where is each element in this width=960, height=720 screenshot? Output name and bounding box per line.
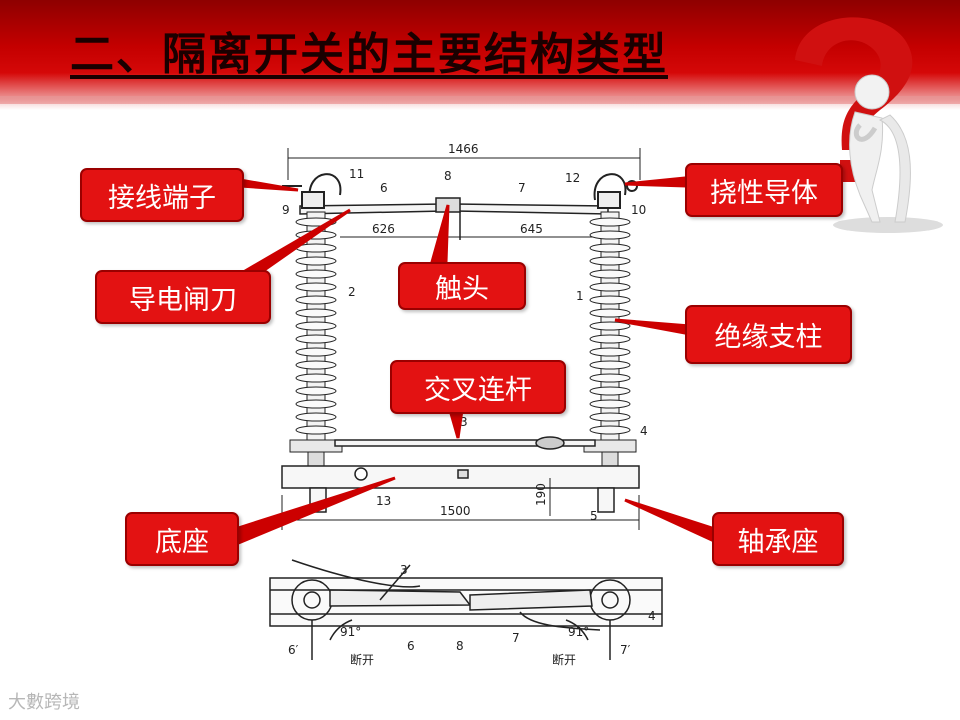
insulator-shed [589, 360, 631, 370]
insulator-shed [295, 373, 337, 383]
insulator-column-left [289, 211, 343, 467]
insulator-shed [589, 256, 631, 266]
insulator-post [601, 451, 619, 467]
part-number-6: 6 [380, 181, 388, 195]
insulator-shed [589, 399, 631, 409]
insulator-shed [295, 399, 337, 409]
insulator-shed [589, 321, 631, 331]
callout-contact: 触头 [398, 262, 526, 310]
dimension-total-width: 1466 [448, 142, 479, 156]
callout-blade: 导电闸刀 [95, 270, 271, 324]
callout-insulator: 绝缘支柱 [685, 305, 852, 364]
part-number-12: 12 [565, 171, 580, 185]
plan-part-8: 8 [456, 639, 464, 653]
dimension-right-span: 645 [520, 222, 543, 236]
insulator-shed [589, 412, 631, 422]
flex-conductor-loop-right [593, 173, 638, 209]
plan-part-7: 7 [512, 631, 520, 645]
insulator-shed [295, 347, 337, 357]
insulator-post [307, 451, 325, 467]
plan-view [269, 559, 663, 660]
plan-part-7-prime: 7′ [620, 643, 631, 657]
insulator-shed [589, 230, 631, 240]
insulator-shed [295, 256, 337, 266]
plan-open-right: 断开 [552, 652, 576, 667]
part-number-11: 11 [349, 167, 364, 181]
part-number-2: 2 [348, 285, 356, 299]
plan-open-left: 断开 [350, 652, 374, 667]
header-fade [0, 96, 960, 110]
terminal-loop-left [282, 173, 342, 209]
insulator-shed [589, 243, 631, 253]
insulator-shed [589, 217, 631, 227]
part-number-8: 8 [444, 169, 452, 183]
part-number-9: 9 [282, 203, 290, 217]
callout-crossbar: 交叉连杆 [390, 360, 566, 414]
insulator-shed [295, 425, 337, 435]
part-number-13: 13 [376, 494, 391, 508]
plan-angle-right: 91° [568, 625, 589, 639]
part-number-1: 1 [576, 289, 584, 303]
crossbar-rod [334, 436, 596, 450]
plan-part-3: 3 [400, 563, 408, 577]
part-number-4: 4 [640, 424, 648, 438]
part-number-7: 7 [518, 181, 526, 195]
dimension-top [287, 148, 641, 180]
insulator-shed [295, 412, 337, 422]
callout-terminal: 接线端子 [80, 168, 244, 222]
part-number-10: 10 [631, 203, 646, 217]
dimension-base-width: 1500 [440, 504, 471, 518]
dimension-base [281, 478, 640, 530]
insulator-shed [295, 282, 337, 292]
insulator-column-right [583, 211, 637, 467]
conductive-blade [299, 197, 609, 240]
insulator-shed [589, 282, 631, 292]
insulator-shed [295, 308, 337, 318]
insulator-shed [589, 308, 631, 318]
insulator-shed [589, 334, 631, 344]
slide-title: 二、隔离开关的主要结构类型 [70, 29, 668, 80]
callout-base: 底座 [125, 512, 239, 566]
dimension-base-height: 190 [534, 483, 548, 506]
plan-part-6-prime: 6′ [288, 643, 299, 657]
callout-flex-conductor: 挠性导体 [685, 163, 843, 217]
callout-bearing: 轴承座 [712, 512, 844, 566]
insulator-shed [295, 334, 337, 344]
dimension-left-span: 626 [372, 222, 395, 236]
insulator-cap [289, 439, 343, 453]
insulator-shed [589, 425, 631, 435]
insulator-shed [589, 347, 631, 357]
plan-part-4: 4 [648, 609, 656, 623]
insulator-shed [589, 373, 631, 383]
plan-part-6: 6 [407, 639, 415, 653]
insulator-shed [295, 321, 337, 331]
insulator-shed [295, 360, 337, 370]
insulator-shed [589, 295, 631, 305]
insulator-shed [589, 269, 631, 279]
watermark-text: 大數跨境 [8, 692, 80, 713]
part-number-5: 5 [590, 509, 598, 523]
insulator-shed [295, 386, 337, 396]
insulator-shed [295, 295, 337, 305]
plan-angle-left: 91° [340, 625, 361, 639]
part-number-3: 3 [460, 415, 468, 429]
insulator-shed [295, 269, 337, 279]
question-figure-icon [795, 17, 943, 233]
insulator-shed [589, 386, 631, 396]
